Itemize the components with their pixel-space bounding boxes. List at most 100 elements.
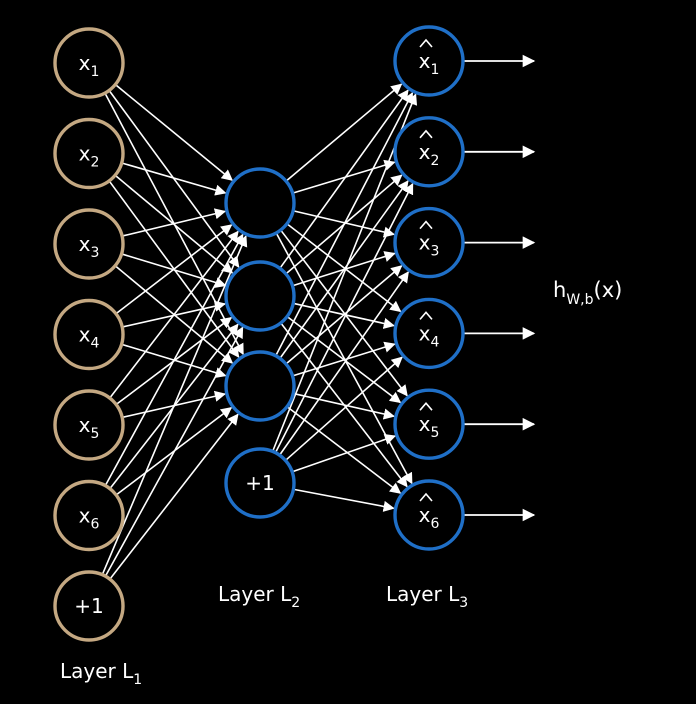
input-node-5: x5 xyxy=(53,389,125,461)
hypothesis-label-main: h xyxy=(553,278,566,302)
edge-l2-4-to-l3-2 xyxy=(275,182,414,453)
edge-l2-3-to-l3-1 xyxy=(275,91,414,356)
output-node-6-hat-icon xyxy=(419,492,433,502)
output-node-3-label: x3 xyxy=(419,231,440,260)
edge-l2-3-to-l3-3 xyxy=(286,265,403,364)
output-node-1-hat-icon xyxy=(419,38,433,48)
output-node-1-label: x1 xyxy=(419,49,440,78)
input-node-3-label-sub: 3 xyxy=(90,245,99,261)
output-node-1-label-main: x xyxy=(419,49,431,73)
input-node-1-label-main: x xyxy=(79,51,91,75)
input-node-7-circle xyxy=(53,570,125,642)
input-node-1-circle xyxy=(53,27,125,99)
edge-l1-3-to-l2-1 xyxy=(122,208,227,237)
output-node-4-hat-icon xyxy=(419,311,433,320)
layer-l3-label-sub: 3 xyxy=(459,595,468,611)
output-node-5-label-sub: 5 xyxy=(430,425,439,441)
edge-l2-3-to-l3-6 xyxy=(287,406,402,494)
output-node-1: x1 xyxy=(393,25,465,97)
input-node-7-label: +1 xyxy=(74,594,103,618)
output-arrows xyxy=(463,54,536,522)
edge-l2-4-to-l3-5 xyxy=(292,434,397,473)
edge-l2-1-to-l3-2 xyxy=(293,159,396,194)
edge-l2-4-to-l3-3 xyxy=(279,271,409,455)
output-node-4-label-main: x xyxy=(419,321,431,345)
hidden-node-1 xyxy=(224,167,296,239)
output-node-4: x4 xyxy=(393,297,465,370)
edges-layer2-to-layer3 xyxy=(272,83,418,512)
edge-l2-1-to-l3-1 xyxy=(286,83,403,182)
edge-l1-1-to-l2-1 xyxy=(115,84,234,181)
edge-l1-7-to-l2-2 xyxy=(105,326,244,576)
edge-l2-3-to-l3-5 xyxy=(293,392,395,420)
input-node-2-label: x2 xyxy=(79,142,100,171)
edge-l2-1-to-l3-5 xyxy=(280,230,408,397)
output-node-5-circle xyxy=(393,388,465,460)
input-node-5-circle xyxy=(53,389,125,461)
edge-l2-3-to-l3-4 xyxy=(293,341,396,377)
input-node-1-label: x1 xyxy=(79,51,100,80)
input-node-4: x4 xyxy=(53,298,125,371)
input-node-2-circle xyxy=(53,117,125,190)
output-node-5-hat-icon xyxy=(419,401,433,411)
output-node-4-circle xyxy=(393,297,465,370)
hypothesis-label-sub: W,b xyxy=(566,292,593,308)
hidden-node-4-circle xyxy=(224,447,296,519)
input-node-3-circle xyxy=(53,208,125,280)
hidden-layer-nodes: +1 xyxy=(224,167,296,519)
output-node-2-label: x2 xyxy=(419,140,440,169)
output-node-3-label-main: x xyxy=(419,231,431,255)
hidden-node-3 xyxy=(224,350,296,422)
edge-l2-2-to-l3-1 xyxy=(279,89,409,269)
hypothesis-label-arg: (x) xyxy=(594,278,623,302)
input-node-6-circle xyxy=(53,479,125,552)
output-node-2-hat-icon xyxy=(419,129,433,139)
input-node-3: x3 xyxy=(53,208,125,280)
input-node-2-label-sub: 2 xyxy=(90,155,99,171)
output-node-3-label-sub: 3 xyxy=(430,244,439,260)
hypothesis-label: hW,b(x) xyxy=(553,278,622,308)
edge-l2-1-to-l3-4 xyxy=(287,223,402,313)
edge-l1-5-to-l2-1 xyxy=(109,230,239,398)
output-node-6-label: x6 xyxy=(419,503,440,532)
layer-l1-label-main: Layer L xyxy=(60,659,134,683)
hidden-node-4-label-main: +1 xyxy=(245,471,274,495)
input-node-5-label: x5 xyxy=(79,413,100,442)
hidden-node-4: +1 xyxy=(224,447,296,519)
input-node-6-label-sub: 6 xyxy=(90,517,99,533)
input-node-6-label-main: x xyxy=(79,504,91,528)
input-node-7: +1 xyxy=(53,570,125,642)
layer-l3-label: Layer L3 xyxy=(386,582,468,611)
edge-l2-4-to-l3-6 xyxy=(294,488,395,512)
output-node-6-label-sub: 6 xyxy=(430,516,439,532)
hidden-node-2 xyxy=(224,260,296,332)
input-node-4-label: x4 xyxy=(79,323,100,352)
input-node-6: x6 xyxy=(53,479,125,552)
output-node-3-hat-icon xyxy=(419,220,433,230)
layer-l2-label: Layer L2 xyxy=(218,582,300,611)
edge-l1-2-to-l2-2 xyxy=(115,175,234,274)
input-node-1-label-sub: 1 xyxy=(90,64,99,80)
output-node-1-label-sub: 1 xyxy=(430,62,439,78)
hidden-node-3-circle xyxy=(224,350,296,422)
hidden-node-4-label: +1 xyxy=(245,471,274,495)
output-node-3-circle xyxy=(393,206,465,279)
input-node-3-label-main: x xyxy=(79,232,91,256)
edge-l1-7-to-l2-3 xyxy=(109,413,239,579)
output-node-2: x2 xyxy=(393,116,465,188)
edge-l2-4-to-l3-4 xyxy=(285,356,403,461)
edge-l1-1-to-l2-2 xyxy=(109,90,240,268)
edge-l2-3-to-l3-2 xyxy=(279,180,409,359)
output-node-6-label-main: x xyxy=(419,503,431,527)
output-node-4-label-sub: 4 xyxy=(430,334,439,350)
input-node-4-circle xyxy=(53,298,125,371)
layer-l1-label-sub: 1 xyxy=(133,672,142,688)
input-node-3-label: x3 xyxy=(79,232,100,261)
edge-l2-4-to-l3-1 xyxy=(272,93,418,451)
edge-l2-1-to-l3-3 xyxy=(293,210,396,238)
layer-l2-label-sub: 2 xyxy=(291,595,300,611)
output-node-2-circle xyxy=(393,116,465,188)
edge-l1-2-to-l2-1 xyxy=(122,162,227,196)
